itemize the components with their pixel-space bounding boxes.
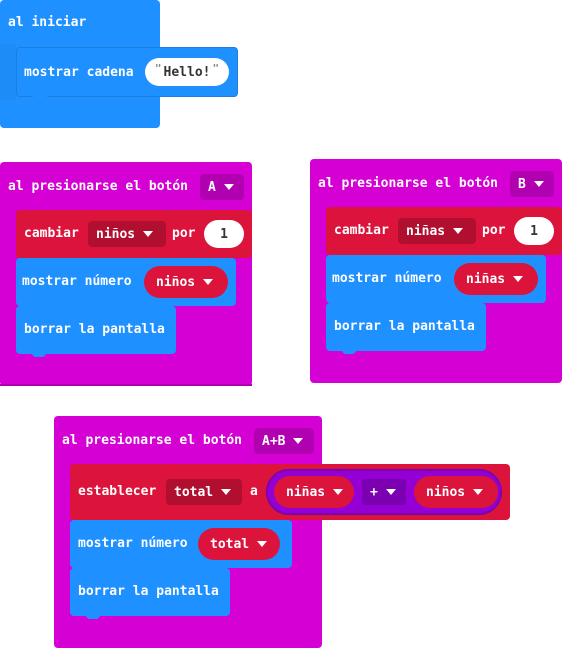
show-string-label: mostrar cadena: [24, 65, 134, 80]
change-variable-dropdown[interactable]: niños: [88, 221, 166, 247]
set-variable-value: total: [174, 484, 214, 500]
change-value: 1: [220, 226, 228, 242]
change-label: cambiar: [24, 226, 79, 241]
show-number-variable: total: [210, 536, 250, 552]
change-ninas-block[interactable]: cambiar niñas por 1: [326, 207, 562, 255]
button-ab-dropdown[interactable]: A+B: [254, 428, 314, 454]
chevron-down-icon: [257, 541, 268, 547]
chevron-down-icon: [333, 489, 344, 495]
operator-value: +: [370, 484, 378, 500]
addition-right-variable: niños: [426, 484, 466, 500]
show-number-ninas-block[interactable]: mostrar número niñas: [326, 255, 546, 303]
button-ab-label: al presionarse el botón: [62, 433, 243, 448]
set-label: establecer: [78, 484, 157, 499]
button-b-label: al presionarse el botón: [318, 176, 499, 191]
change-label: cambiar: [334, 223, 389, 238]
change-by-label: por: [482, 223, 506, 238]
operator-dropdown[interactable]: +: [362, 479, 406, 505]
on-start-inner-shadow: [0, 44, 16, 100]
addition-left-variable-pill[interactable]: niñas: [274, 476, 354, 508]
block-notch: [342, 349, 356, 354]
quote-open: ": [154, 62, 162, 75]
chevron-down-icon: [385, 489, 396, 495]
set-variable-dropdown[interactable]: total: [166, 479, 242, 505]
show-number-variable-pill[interactable]: niños: [144, 266, 228, 298]
chevron-down-icon: [473, 489, 484, 495]
change-value-field[interactable]: 1: [514, 217, 554, 245]
button-b-value: B: [518, 176, 526, 192]
button-b-dropdown[interactable]: B: [510, 171, 554, 197]
chevron-down-icon: [513, 276, 524, 282]
chevron-down-icon: [143, 231, 154, 237]
show-number-label: mostrar número: [332, 271, 442, 286]
chevron-down-icon: [293, 438, 304, 444]
show-number-label: mostrar número: [22, 274, 132, 289]
chevron-down-icon: [223, 184, 234, 190]
change-variable-value: niñas: [406, 223, 446, 239]
string-value-field[interactable]: " Hello! ": [145, 58, 229, 86]
show-string-block[interactable]: mostrar cadena " Hello! ": [16, 47, 238, 101]
change-by-label: por: [172, 226, 196, 241]
clear-screen-a-block[interactable]: borrar la pantalla: [16, 306, 176, 357]
show-number-label: mostrar número: [78, 536, 188, 551]
clear-screen-label: borrar la pantalla: [78, 584, 219, 599]
block-notch: [86, 614, 100, 619]
button-a-footer-edge: [0, 384, 252, 386]
change-variable-dropdown[interactable]: niñas: [398, 218, 476, 244]
clear-screen-label: borrar la pantalla: [334, 319, 475, 334]
on-start-label: al iniciar: [8, 15, 87, 30]
show-number-variable: niños: [156, 274, 196, 290]
block-notch: [33, 96, 47, 101]
block-notch: [32, 352, 46, 357]
set-to-label: a: [250, 484, 258, 499]
change-value-field[interactable]: 1: [204, 220, 244, 248]
button-a-value: A: [208, 179, 216, 195]
button-a-dropdown[interactable]: A: [200, 174, 244, 200]
chevron-down-icon: [203, 279, 214, 285]
chevron-down-icon: [453, 228, 464, 234]
show-number-variable-pill[interactable]: total: [198, 528, 280, 560]
show-number-total-block[interactable]: mostrar número total: [70, 520, 292, 568]
button-a-label: al presionarse el botón: [8, 179, 189, 194]
button-ab-value: A+B: [262, 433, 286, 449]
change-variable-value: niños: [96, 226, 136, 242]
clear-screen-ab-block[interactable]: borrar la pantalla: [70, 568, 230, 619]
show-number-variable: niñas: [466, 271, 506, 287]
string-value: Hello!: [163, 64, 211, 80]
set-total-block[interactable]: establecer total a niñas + niños: [70, 464, 510, 520]
clear-screen-label: borrar la pantalla: [24, 322, 165, 337]
clear-screen-b-block[interactable]: borrar la pantalla: [326, 303, 486, 354]
addition-left-variable: niñas: [286, 484, 326, 500]
show-number-ninos-block[interactable]: mostrar número niños: [16, 258, 236, 306]
change-ninos-block[interactable]: cambiar niños por 1: [16, 210, 252, 258]
quote-close: ": [212, 62, 220, 75]
chevron-down-icon: [221, 489, 232, 495]
chevron-down-icon: [533, 181, 544, 187]
show-number-variable-pill[interactable]: niñas: [454, 263, 538, 295]
addition-right-variable-pill[interactable]: niños: [414, 476, 498, 508]
change-value: 1: [530, 223, 538, 239]
